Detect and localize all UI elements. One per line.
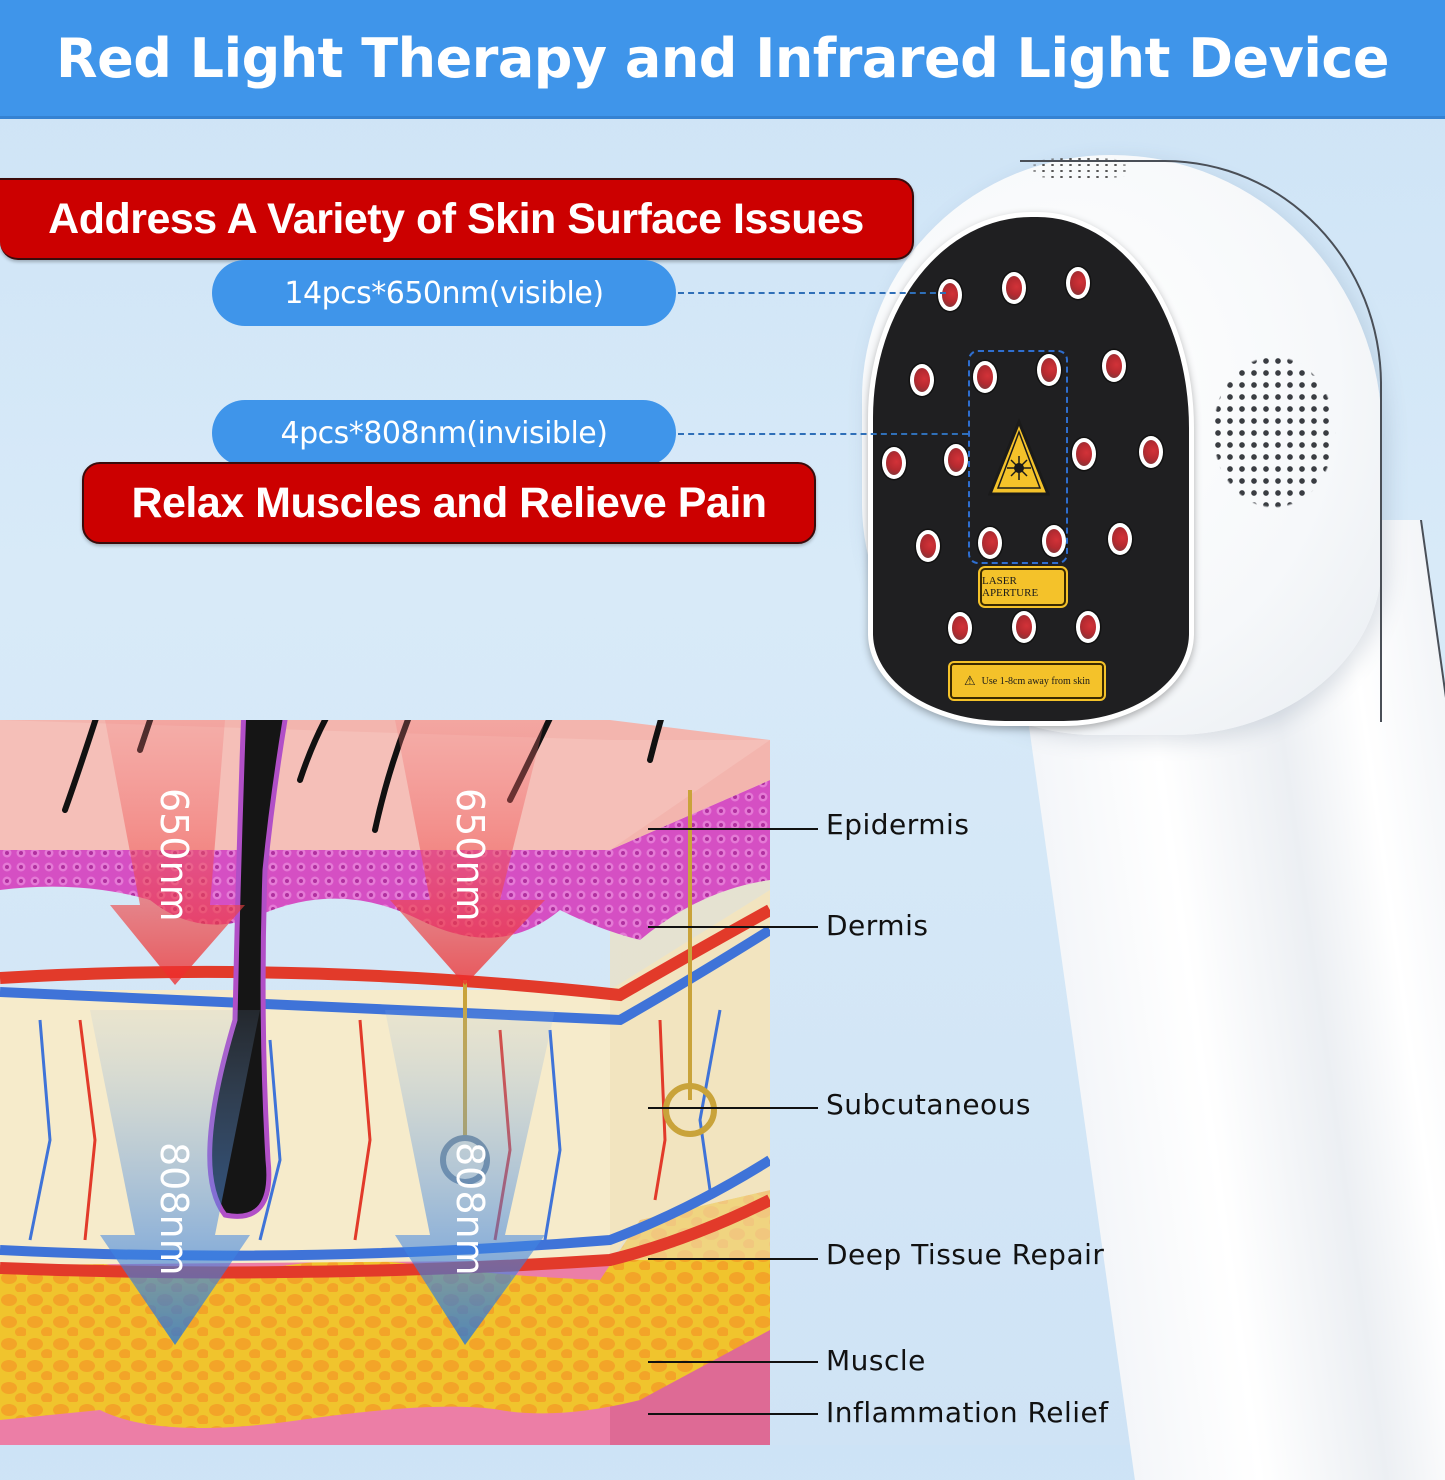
infrared-led [973, 361, 997, 393]
red-led [1139, 436, 1163, 468]
distance-warning-label: ⚠ Use 1-8cm away from skin [950, 663, 1104, 699]
red-led [944, 444, 968, 476]
layer-label-dermis: Dermis [826, 909, 929, 942]
red-led [916, 530, 940, 562]
skin-cross-section-diagram: 650nm 650nm 808nm 808nm [0, 720, 770, 1445]
muscles-banner: Relax Muscles and Relieve Pain [82, 462, 816, 544]
layer-label-deep-tissue-repair: Deep Tissue Repair [826, 1238, 1105, 1271]
layer-label-epidermis: Epidermis [826, 808, 970, 841]
epidermis-leader-line [648, 828, 818, 830]
invisible-led-leader-line [678, 433, 968, 435]
red-led [882, 447, 906, 479]
caution-triangle-icon: ⚠ [964, 673, 976, 688]
red-led [1076, 611, 1100, 643]
page-title: Red Light Therapy and Infrared Light Dev… [56, 26, 1389, 90]
vent-holes-icon [1030, 156, 1130, 182]
dermis-leader-line [648, 926, 818, 928]
red-led [1002, 272, 1026, 304]
deep-tissue-leader-line [648, 1258, 818, 1260]
distance-warning-text: Use 1-8cm away from skin [981, 675, 1090, 687]
header-bar: Red Light Therapy and Infrared Light Dev… [0, 0, 1445, 119]
infrared-led [1042, 525, 1066, 557]
infrared-wavelength-label-left: 808nm [152, 1142, 196, 1276]
red-light-wavelength-label-right: 650nm [448, 788, 492, 922]
red-led [1012, 611, 1036, 643]
layer-label-subcutaneous: Subcutaneous [826, 1088, 1032, 1121]
infrared-wavelength-label-right: 808nm [448, 1142, 492, 1276]
visible-led-spec-pill: 14pcs*650nm(visible) [212, 260, 676, 326]
infrared-led [978, 527, 1002, 559]
infrared-led [1037, 354, 1061, 386]
red-led [938, 279, 962, 311]
red-led [1066, 267, 1090, 299]
red-led [1102, 350, 1126, 382]
visible-led-leader-line [678, 292, 946, 294]
layer-label-inflammation-relief: Inflammation Relief [826, 1396, 1109, 1429]
red-led [1072, 438, 1096, 470]
red-led [1108, 523, 1132, 555]
layer-label-muscle: Muscle [826, 1344, 926, 1377]
laser-aperture-outline [968, 350, 1068, 564]
red-light-wavelength-label-left: 650nm [152, 788, 196, 922]
red-led [948, 612, 972, 644]
inflammation-leader-line [648, 1413, 818, 1415]
laser-warning-icon [988, 418, 1050, 496]
invisible-led-spec-pill: 4pcs*808nm(invisible) [212, 400, 676, 466]
speaker-grille-icon [1212, 355, 1336, 509]
red-led [910, 364, 934, 396]
skin-layers-illustration [0, 720, 770, 1445]
skin-surface-banner: Address A Variety of Skin Surface Issues [0, 178, 914, 260]
subcutaneous-leader-line [648, 1107, 818, 1109]
muscle-leader-line [648, 1361, 818, 1363]
laser-aperture-label: LASER APERTURE [980, 568, 1066, 606]
